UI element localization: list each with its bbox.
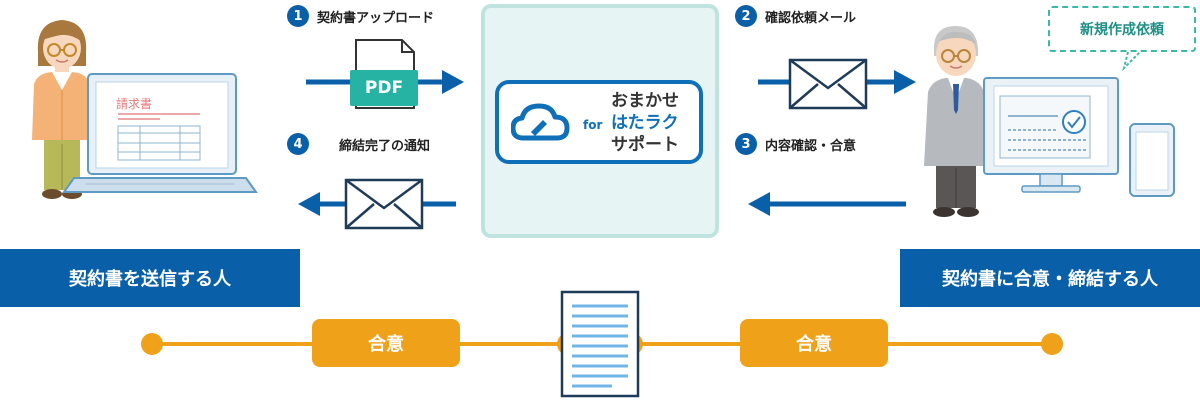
step-number-badge: 4 (287, 133, 309, 155)
sender-laptop-illustration (62, 73, 258, 193)
arrow-left-icon (298, 192, 320, 216)
sender-person-illustration (32, 20, 92, 199)
step-2: 2 確認依頼メール (735, 5, 856, 27)
agreement-badge: 合意 (740, 319, 888, 367)
arrow-right-icon (894, 70, 916, 94)
step-1: 1 契約書アップロード (287, 5, 434, 27)
logo-line-2: はたラク (611, 113, 679, 133)
speech-bubble-tail (1122, 51, 1141, 72)
step-label: 内容確認・合意 (765, 138, 857, 154)
cloud-icon (511, 103, 570, 141)
laptop-doc-title: 請求書 (116, 97, 153, 111)
new-request-bubble: 新規作成依頼 (1048, 6, 1196, 52)
receiver-person-illustration (924, 26, 988, 217)
sender-role-label: 契約書を送信する人 (0, 249, 300, 307)
step-label: 締結完了の通知 (339, 138, 431, 154)
receiver-phone-illustration (1129, 123, 1175, 197)
timeline-node (141, 333, 163, 355)
service-logo: for おまかせ はたラク サポート (495, 80, 703, 164)
step-number-badge: 3 (735, 133, 757, 155)
arrow-right-icon (442, 70, 464, 94)
step-4: 4 締結完了の通知 (287, 133, 430, 155)
contract-document-icon (560, 290, 640, 398)
mail-envelope-icon (788, 58, 868, 110)
logo-line-3: サポート (611, 135, 679, 155)
receiver-monitor-illustration (983, 77, 1119, 193)
step-label: 確認依頼メール (765, 10, 857, 26)
agreement-badge: 合意 (312, 319, 460, 367)
logo-service-name: おまかせ はたラク サポート (611, 90, 701, 156)
step-label: 契約書アップロード (317, 10, 435, 26)
logo-for-text: for (583, 118, 603, 132)
receiver-role-label: 契約書に合意・締結する人 (900, 249, 1200, 307)
timeline-node (1041, 333, 1063, 355)
step-3: 3 内容確認・合意 (735, 133, 856, 155)
step-number-badge: 1 (287, 5, 309, 27)
step-number-badge: 2 (735, 5, 757, 27)
arrow-left-icon (748, 192, 770, 216)
logo-line-1: おまかせ (611, 91, 679, 111)
mail-envelope-icon (344, 178, 424, 230)
pdf-badge: PDF (350, 70, 418, 106)
